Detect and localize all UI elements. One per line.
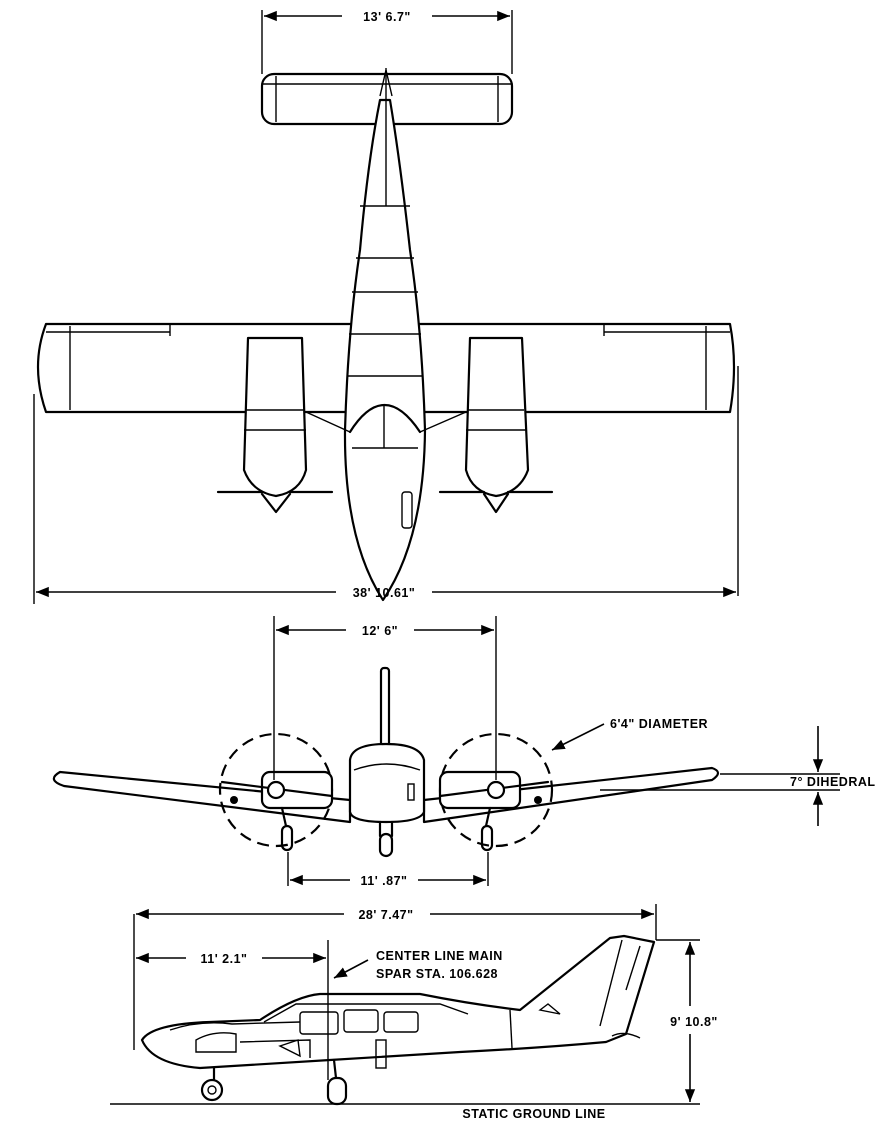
height-dimension: 9' 10.8": [656, 939, 718, 1102]
spar-note-line2: SPAR STA. 106.628: [376, 967, 498, 981]
height-label: 9' 10.8": [670, 1015, 718, 1029]
top-view-fuselage: [343, 68, 427, 602]
side-view-fuselage: [140, 934, 656, 1070]
dihedral-dimension: 7° DIHEDRAL: [600, 726, 876, 826]
overall-length-dimension: 28' 7.47": [133, 904, 657, 1050]
front-view-left-engine: [218, 732, 334, 852]
propeller-diameter-label: 6'4" DIAMETER: [610, 717, 708, 731]
wing-span-label: 38' 10.61": [353, 586, 416, 600]
front-view-vertical-tail: [379, 666, 391, 750]
engine-spacing-dimension: 12' 6": [273, 616, 497, 780]
overall-length-label: 28' 7.47": [358, 908, 413, 922]
dihedral-label: 7° DIHEDRAL: [790, 775, 876, 789]
front-view-fuselage: [348, 742, 426, 858]
front-view: 12' 6" 6'4" DIAMETER 7° DIHEDRAL 11' .87…: [52, 616, 876, 888]
ground-line-label: STATIC GROUND LINE: [462, 1107, 605, 1121]
spar-centerline-note: CENTER LINE MAIN SPAR STA. 106.628: [333, 949, 503, 981]
top-view-wing: [36, 322, 736, 414]
top-view: 13' 6.7" 38' 10.61": [33, 10, 739, 604]
spar-station-distance-label: 11' 2.1": [201, 952, 248, 966]
propeller-diameter-note: 6'4" DIAMETER: [551, 717, 708, 751]
stabilizer-span-dimension: 13' 6.7": [261, 10, 513, 74]
front-view-right-engine: [438, 732, 554, 852]
top-view-right-nacelle: [438, 336, 554, 514]
spar-note-line1: CENTER LINE MAIN: [376, 949, 503, 963]
stabilizer-span-label: 13' 6.7": [363, 10, 411, 24]
front-view-wing: [52, 766, 720, 824]
static-ground-line: STATIC GROUND LINE: [110, 1103, 700, 1121]
spar-station-dimension: 11' 2.1": [136, 940, 329, 1080]
gear-track-dimension: 11' .87": [287, 852, 489, 888]
wing-span-dimension: 38' 10.61": [33, 366, 739, 604]
engine-spacing-label: 12' 6": [362, 624, 398, 638]
side-view: STATIC GROUND LINE 28' 7.47" 11' 2.1" CE…: [110, 904, 718, 1121]
gear-track-label: 11' .87": [361, 874, 408, 888]
top-view-left-nacelle: [216, 336, 334, 514]
side-view-landing-gear: [200, 1058, 348, 1106]
